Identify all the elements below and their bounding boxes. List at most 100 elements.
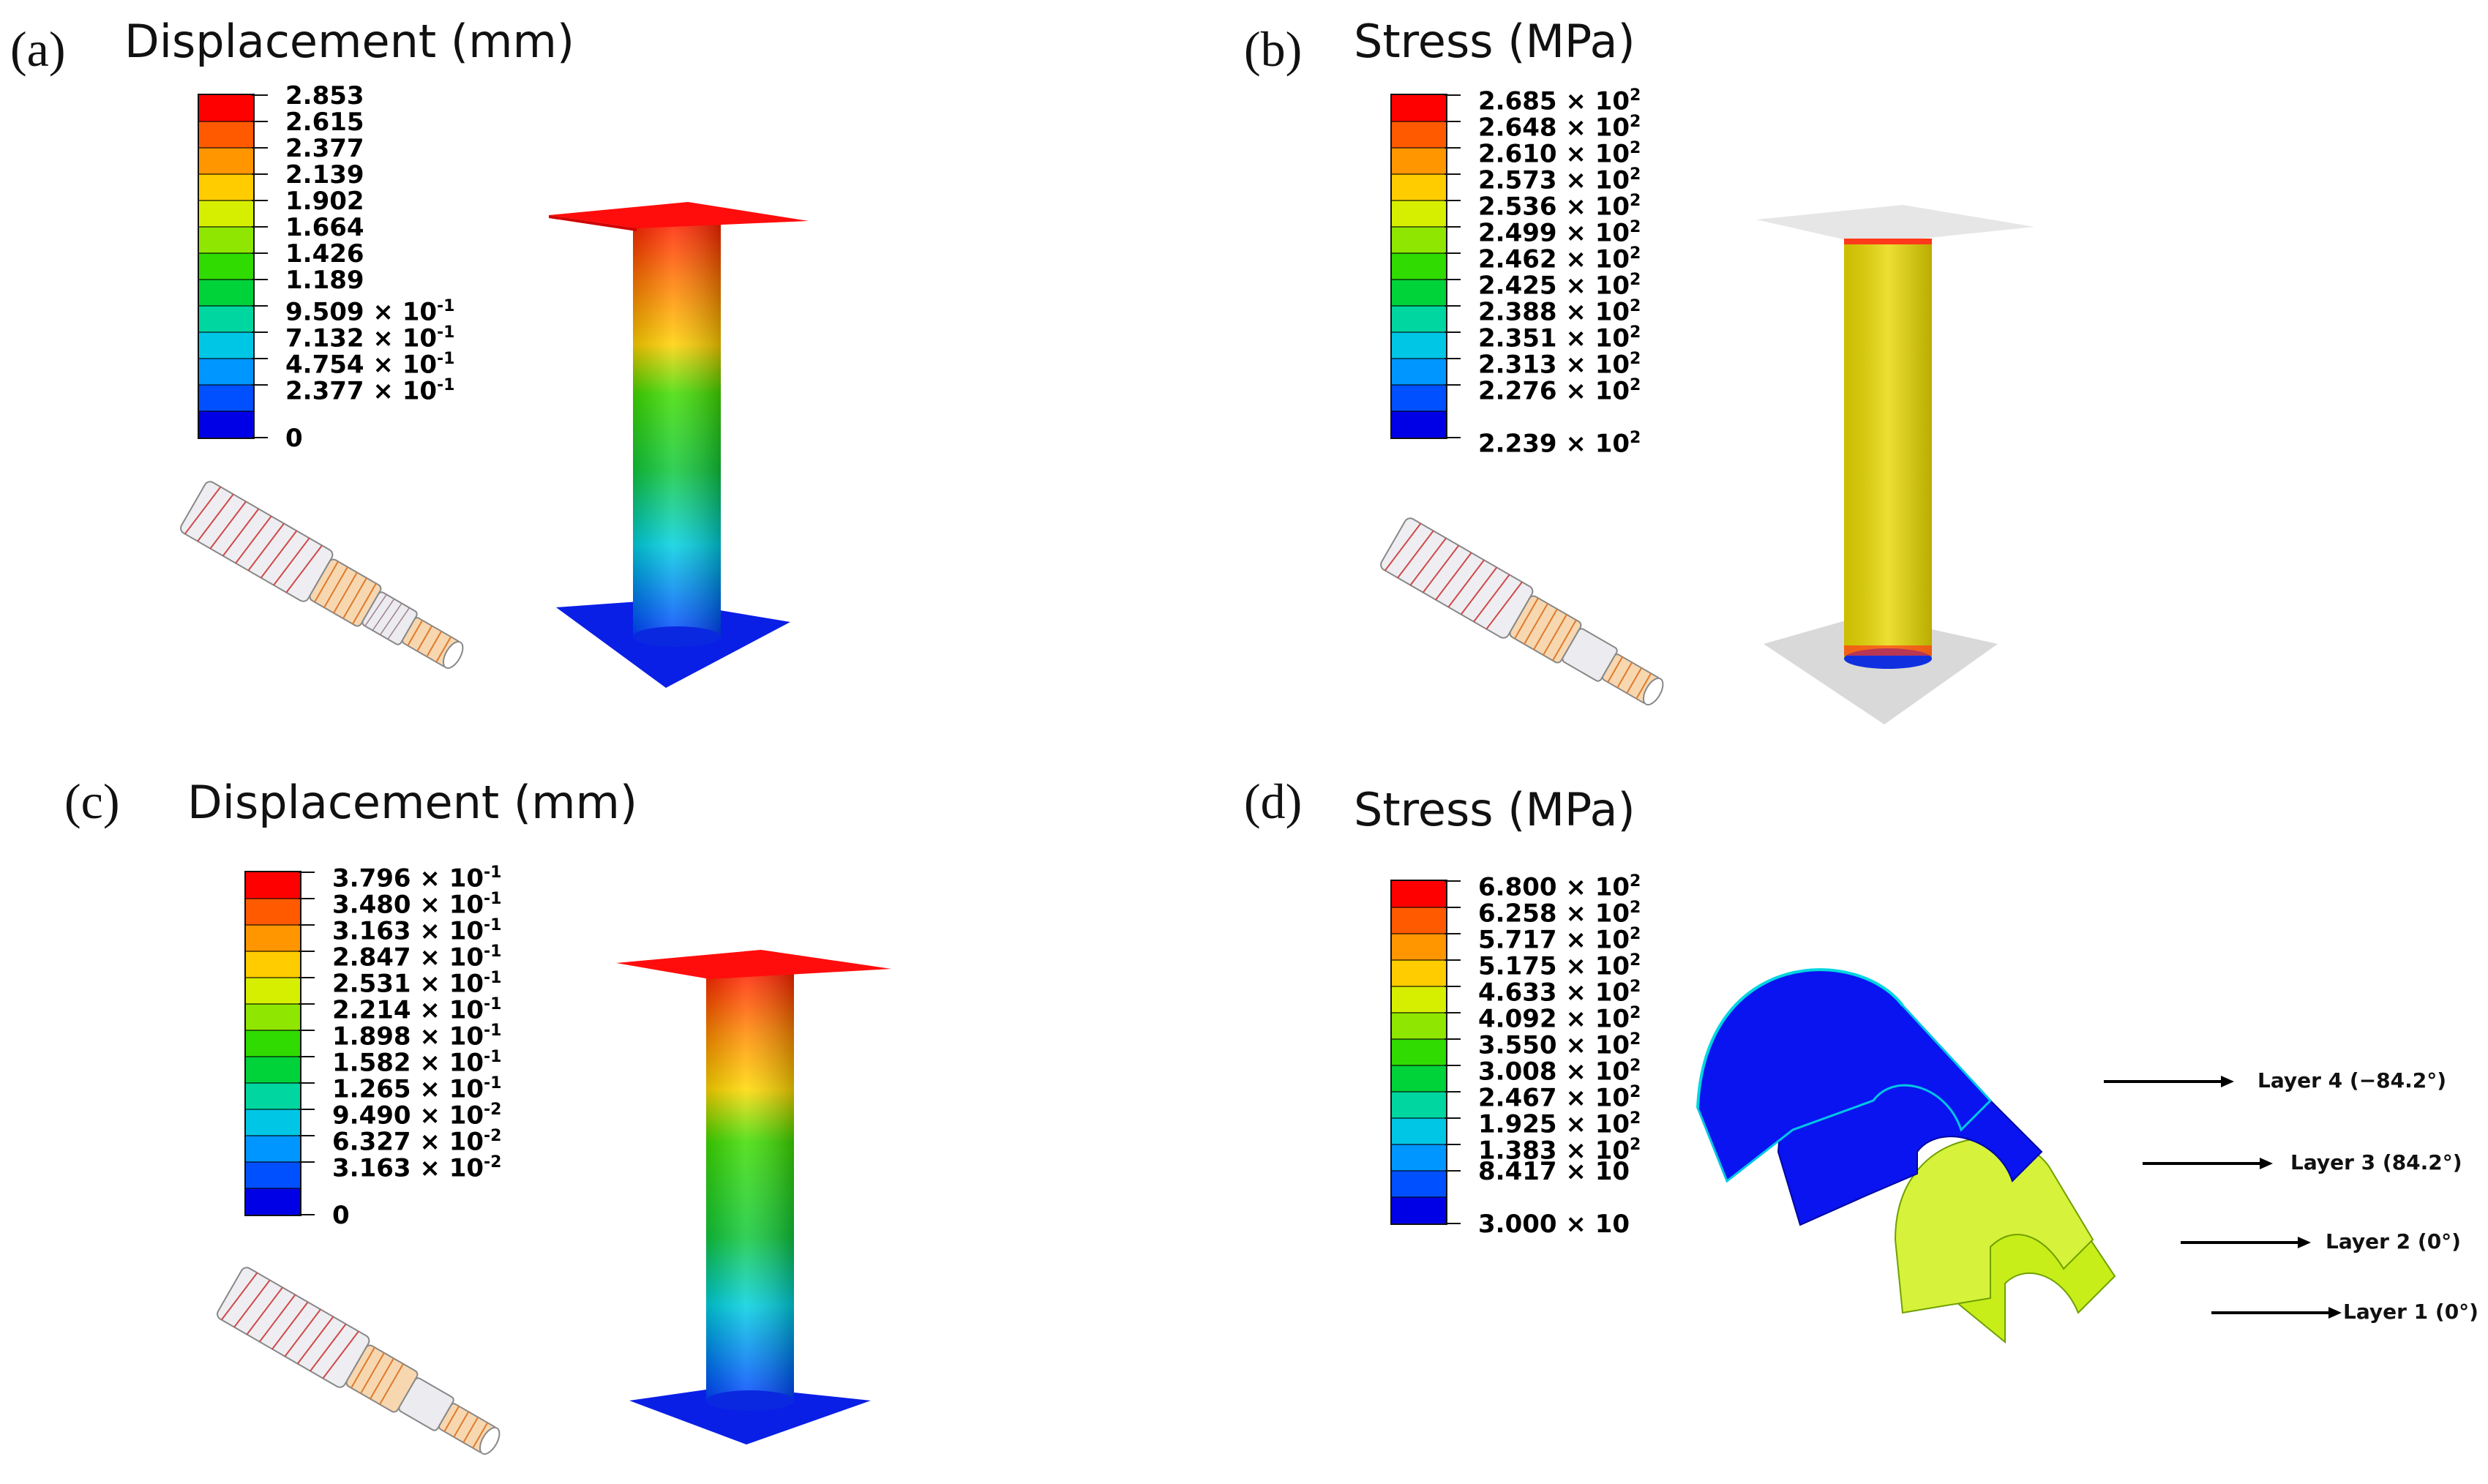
legend-value-label: 1.265 × 10-1 bbox=[332, 1071, 501, 1101]
legend-color-band bbox=[1392, 1197, 1446, 1223]
legend-value-exponent: -1 bbox=[484, 863, 502, 882]
legend-color-band bbox=[246, 1109, 300, 1136]
legend-color-band bbox=[1392, 385, 1446, 411]
legend-value-exponent: 2 bbox=[1630, 978, 1641, 996]
layer-stack-model bbox=[1696, 968, 2116, 1344]
legend-color-band bbox=[199, 411, 253, 438]
panel-c-label: (c) bbox=[64, 773, 120, 829]
legend-tick bbox=[1445, 933, 1461, 934]
layer-4-label: Layer 4 (−84.2°) bbox=[2257, 1068, 2447, 1093]
legend-value-text: 2.425 × 10 bbox=[1478, 271, 1630, 301]
layer-3-arrow bbox=[2143, 1158, 2273, 1169]
legend-tick bbox=[252, 94, 268, 96]
legend-band-divider bbox=[1392, 173, 1446, 175]
legend-value-exponent: 2 bbox=[1630, 899, 1641, 917]
legend-value-exponent: -1 bbox=[484, 1022, 502, 1040]
legend-tick bbox=[1445, 121, 1461, 122]
legend-color-band bbox=[246, 1004, 300, 1030]
legend-tick bbox=[1445, 331, 1461, 333]
legend-value-exponent: 2 bbox=[1630, 1004, 1641, 1022]
legend-color-band bbox=[1392, 907, 1446, 934]
legend-tick bbox=[252, 147, 268, 149]
legend-band-divider bbox=[199, 226, 253, 228]
legend-value-text: 4.754 × 10 bbox=[285, 350, 438, 380]
legend-tick bbox=[252, 305, 268, 307]
legend-tick bbox=[1445, 1117, 1461, 1119]
legend-value-text: 1.426 bbox=[285, 239, 364, 269]
legend-tick bbox=[1445, 1012, 1461, 1013]
legend-color-band bbox=[1392, 934, 1446, 960]
legend-value-text: 0 bbox=[332, 1201, 350, 1230]
legend-tick bbox=[1445, 384, 1461, 386]
legend-value-label: 7.132 × 10-1 bbox=[285, 321, 454, 351]
legend-value-label: 2.388 × 102 bbox=[1478, 294, 1641, 324]
legend-band-divider bbox=[246, 924, 300, 926]
legend-value-label: 2.499 × 102 bbox=[1478, 215, 1641, 245]
legend-value-text: 2.853 bbox=[285, 81, 364, 110]
legend-value-text: 2.214 × 10 bbox=[332, 995, 484, 1025]
legend-value-label: 2.239 × 102 bbox=[1478, 426, 1641, 456]
legend-value-text: 2.499 × 10 bbox=[1478, 218, 1630, 248]
legend-value-label: 2.462 × 102 bbox=[1478, 241, 1641, 271]
legend-color-band bbox=[199, 121, 253, 148]
legend-color-band bbox=[1392, 1144, 1446, 1171]
legend-tick bbox=[299, 1003, 315, 1005]
legend-color-band bbox=[1392, 253, 1446, 280]
legend-value-text: 3.008 × 10 bbox=[1478, 1057, 1630, 1087]
legend-value-text: 1.383 × 10 bbox=[1478, 1136, 1630, 1166]
legend-colorbar bbox=[244, 871, 301, 1216]
legend-value-label: 1.902 bbox=[285, 189, 364, 214]
legend-color-band bbox=[246, 1136, 300, 1162]
legend-band-divider bbox=[1392, 1038, 1446, 1040]
legend-value-label: 4.754 × 10-1 bbox=[285, 347, 454, 377]
legend-value-text: 2.536 × 10 bbox=[1478, 192, 1630, 222]
legend-value-text: 2.239 × 10 bbox=[1478, 429, 1630, 459]
legend-color-band bbox=[1392, 1065, 1446, 1092]
legend-value-label: 3.000 × 10 bbox=[1478, 1212, 1630, 1237]
legend-colorbar bbox=[198, 94, 255, 439]
legend-value-exponent: -1 bbox=[437, 297, 455, 315]
legend-value-exponent: 2 bbox=[1630, 165, 1641, 184]
legend-tick bbox=[1445, 1091, 1461, 1093]
legend-value-label: 2.573 × 102 bbox=[1478, 162, 1641, 192]
legend-band-divider bbox=[1392, 331, 1446, 333]
legend-value-exponent: 2 bbox=[1630, 139, 1641, 157]
legend-tick bbox=[1445, 173, 1461, 175]
legend-value-label: 4.092 × 102 bbox=[1478, 1001, 1641, 1031]
legend-value-exponent: -1 bbox=[437, 350, 455, 368]
legend-value-text: 2.610 × 10 bbox=[1478, 139, 1630, 169]
legend-value-label: 2.276 × 102 bbox=[1478, 373, 1641, 403]
legend-value-exponent: -1 bbox=[484, 916, 502, 934]
legend-color-band bbox=[1392, 95, 1446, 121]
legend-value-text: 8.417 × 10 bbox=[1478, 1157, 1630, 1186]
legend-value-label: 1.664 bbox=[285, 215, 364, 240]
legend-value-exponent: -1 bbox=[484, 1048, 502, 1066]
legend-band-divider bbox=[199, 279, 253, 280]
legend-color-band bbox=[1392, 332, 1446, 359]
legend-value-text: 1.265 × 10 bbox=[332, 1074, 484, 1104]
legend-color-band bbox=[1392, 227, 1446, 253]
panel-d-label: (d) bbox=[1244, 773, 1303, 829]
legend-value-label: 1.189 bbox=[285, 268, 364, 293]
panel-c-title: Displacement (mm) bbox=[187, 776, 638, 829]
legend-band-divider bbox=[1392, 1170, 1446, 1172]
legend-value-label: 2.615 bbox=[285, 110, 364, 135]
legend-band-divider bbox=[1392, 200, 1446, 201]
legend-color-band bbox=[1392, 359, 1446, 385]
legend-value-label: 2.214 × 10-1 bbox=[332, 992, 501, 1022]
legend-color-band bbox=[1392, 986, 1446, 1013]
legend-value-label: 0 bbox=[332, 1203, 350, 1228]
legend-band-divider bbox=[199, 200, 253, 201]
legend-value-label: 2.351 × 102 bbox=[1478, 321, 1641, 351]
legend-color-band bbox=[199, 359, 253, 385]
legend-value-label: 2.377 × 10-1 bbox=[285, 373, 454, 403]
legend-color-band bbox=[199, 174, 253, 201]
legend-band-divider bbox=[1392, 907, 1446, 908]
legend-tick bbox=[299, 898, 315, 899]
legend-value-exponent: 2 bbox=[1630, 1109, 1641, 1128]
legend-value-label: 2.847 × 10-1 bbox=[332, 940, 501, 970]
legend-band-divider bbox=[1392, 384, 1446, 386]
panel-a-label: (a) bbox=[10, 21, 66, 77]
legend-value-text: 7.132 × 10 bbox=[285, 323, 438, 353]
